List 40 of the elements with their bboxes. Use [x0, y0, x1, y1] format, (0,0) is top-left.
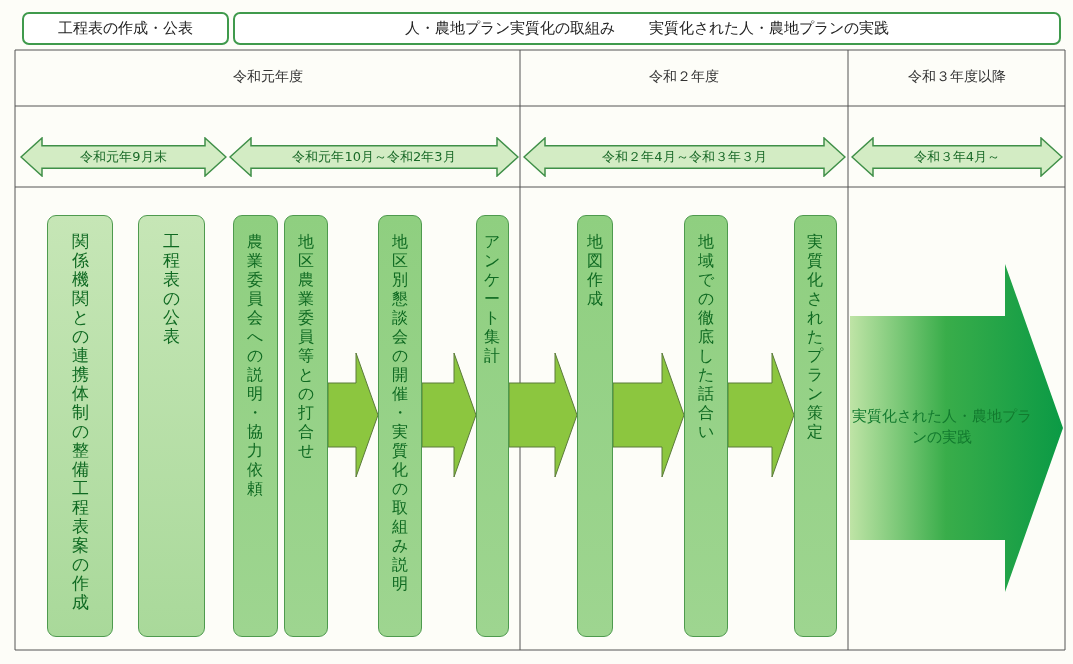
process-bar: [233, 215, 278, 637]
process-bar: [577, 215, 613, 637]
process-bar: [378, 215, 422, 637]
process-bar: [138, 215, 205, 637]
bar-label: 地図作成: [586, 232, 604, 308]
process-bar: [47, 215, 113, 637]
bar-label: 地域での徹底した話合い: [697, 232, 715, 441]
header-box: [22, 12, 229, 45]
bar-label: 実質化されたプラン策定: [807, 232, 824, 441]
bar-label: アンケート集計: [484, 232, 501, 365]
block-arrow: [508, 352, 578, 478]
block-arrow: [327, 352, 379, 478]
block-arrow: [612, 352, 685, 478]
big-arrow: [850, 264, 1063, 592]
year-label: 令和２年度: [649, 68, 719, 86]
period-band: [20, 137, 227, 177]
bar-label: 地区農業委員等との打合せ: [297, 232, 315, 460]
block-arrow: [727, 352, 795, 478]
header-label: 人・農地プラン実質化の取組み: [405, 19, 615, 38]
year-label: 令和元年度: [232, 68, 303, 86]
period-label: 令和元年9月末: [80, 148, 167, 166]
process-bar: [284, 215, 328, 637]
period-band: [229, 137, 519, 177]
period-label: 令和２年4月～令和３年３月: [602, 148, 767, 166]
process-bar: [476, 215, 509, 637]
header-label: 実質化された人・農地プランの実践: [649, 19, 889, 38]
bar-label: 地区別懇談会の開催・実質化の取組み説明: [391, 232, 409, 593]
year-label: 令和３年度以降: [907, 68, 1006, 86]
process-bar: [684, 215, 728, 637]
period-band: [523, 137, 846, 177]
period-label: 令和元年10月～令和2年3月: [292, 148, 456, 166]
header-box: [233, 12, 1061, 45]
bar-label: 農業委員会への説明・協力依頼: [247, 232, 264, 498]
bar-label: 工程表の公表: [162, 232, 181, 346]
period-band: [851, 137, 1063, 177]
header-label: 工程表の作成・公表: [58, 19, 193, 38]
period-label: 令和３年4月～: [913, 148, 1001, 166]
block-arrow: [421, 352, 477, 478]
bar-label: 関係機関との連携体制の整備工程表案の作成: [71, 232, 89, 612]
process-bar: [794, 215, 837, 637]
